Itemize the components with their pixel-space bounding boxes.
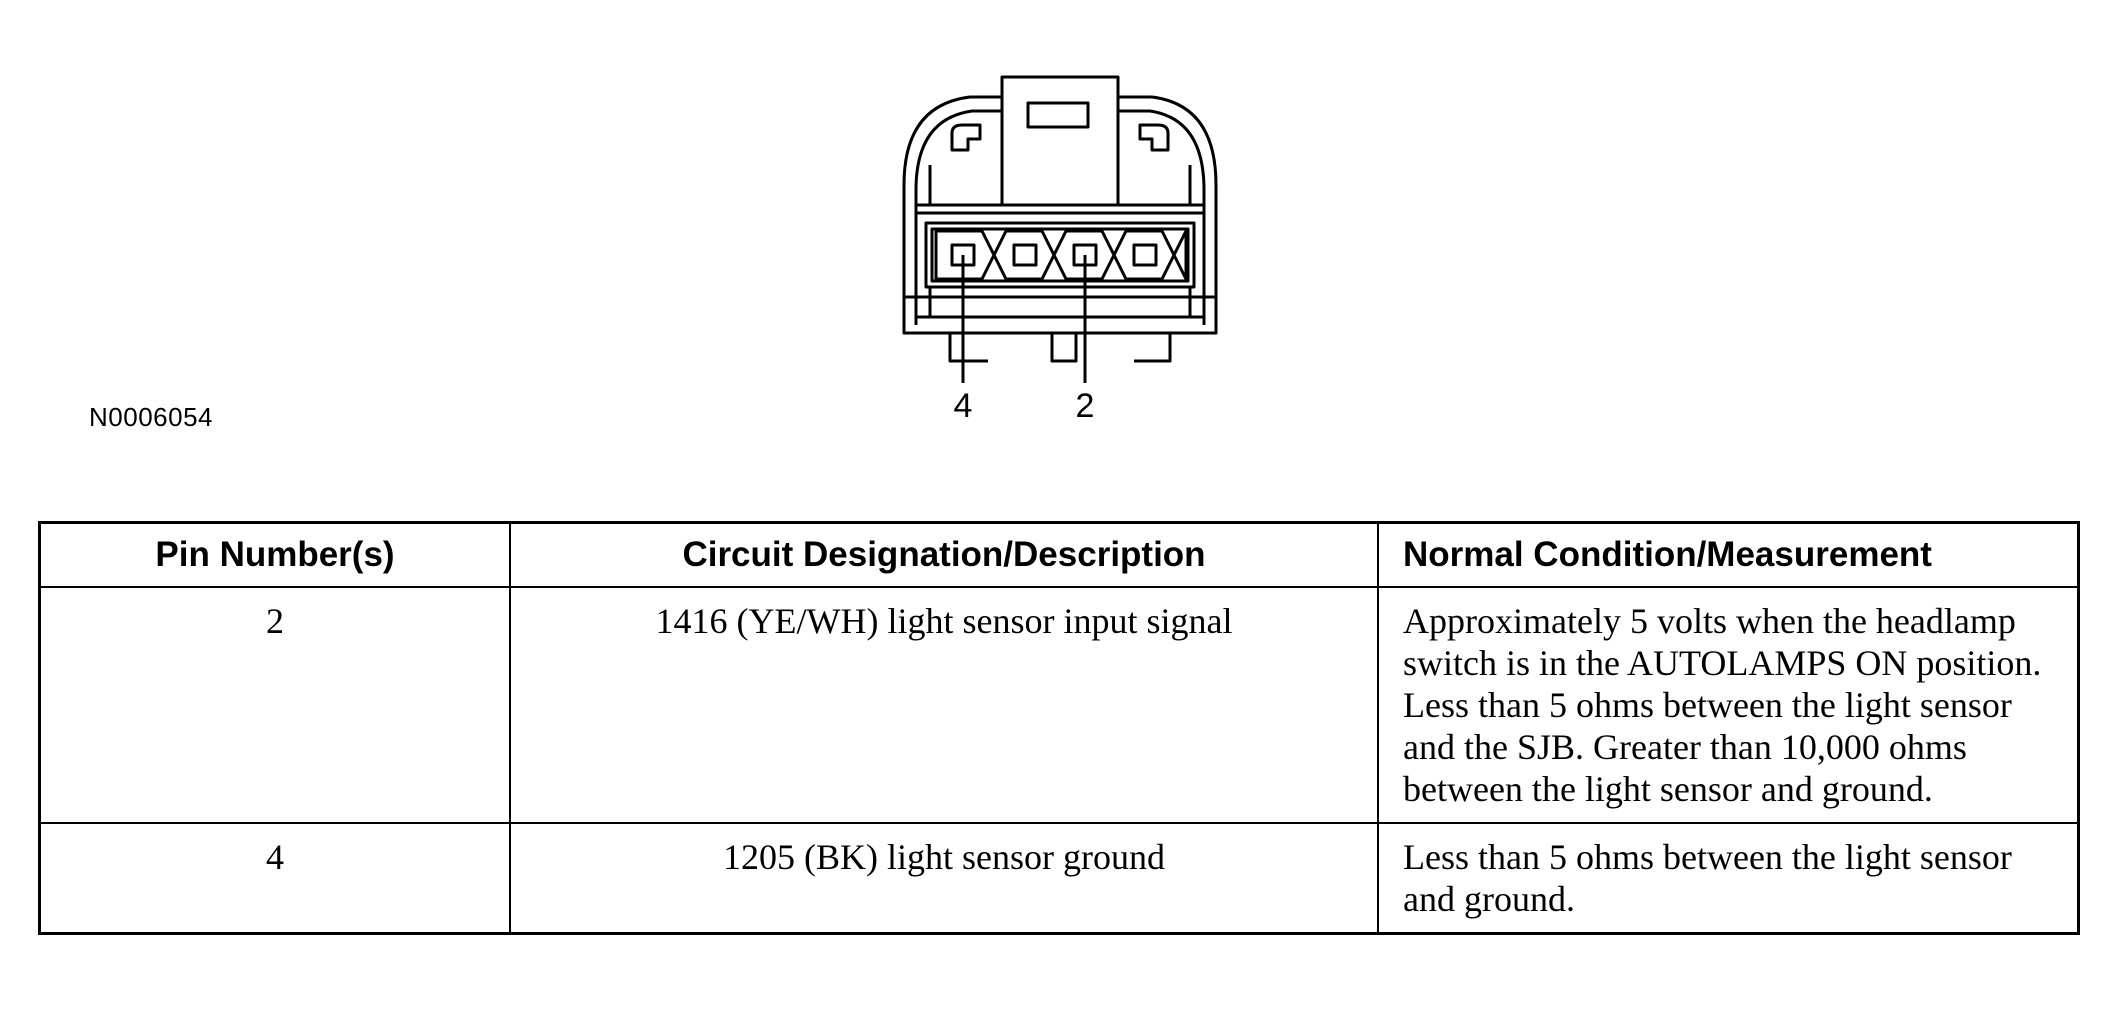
table-header-row: Pin Number(s) Circuit Designation/Descri… — [38, 521, 2080, 588]
header-condition: Normal Condition/Measurement — [1377, 521, 2080, 588]
cell-condition: Approximately 5 volts when the headlamp … — [1377, 586, 2080, 824]
pin-label-2: 2 — [1076, 387, 1095, 425]
cell-pin: 4 — [38, 822, 511, 935]
pin-table: Pin Number(s) Circuit Designation/Descri… — [38, 521, 2080, 935]
cell-circuit: 1205 (BK) light sensor ground — [509, 822, 1379, 935]
figure-id: N0006054 — [89, 402, 213, 432]
connector-face-drawing: 4 2 — [902, 75, 1218, 425]
cell-circuit: 1416 (YE/WH) light sensor input signal — [509, 586, 1379, 824]
cell-pin: 2 — [38, 586, 511, 824]
pin-label-4: 4 — [954, 387, 973, 425]
table-row: 2 1416 (YE/WH) light sensor input signal… — [38, 586, 2080, 824]
header-pin-number: Pin Number(s) — [38, 521, 511, 588]
connector-diagram: 4 2 — [890, 65, 1230, 435]
cell-condition: Less than 5 ohms between the light senso… — [1377, 822, 2080, 935]
table-row: 4 1205 (BK) light sensor ground Less tha… — [38, 822, 2080, 935]
header-circuit: Circuit Designation/Description — [509, 521, 1379, 588]
